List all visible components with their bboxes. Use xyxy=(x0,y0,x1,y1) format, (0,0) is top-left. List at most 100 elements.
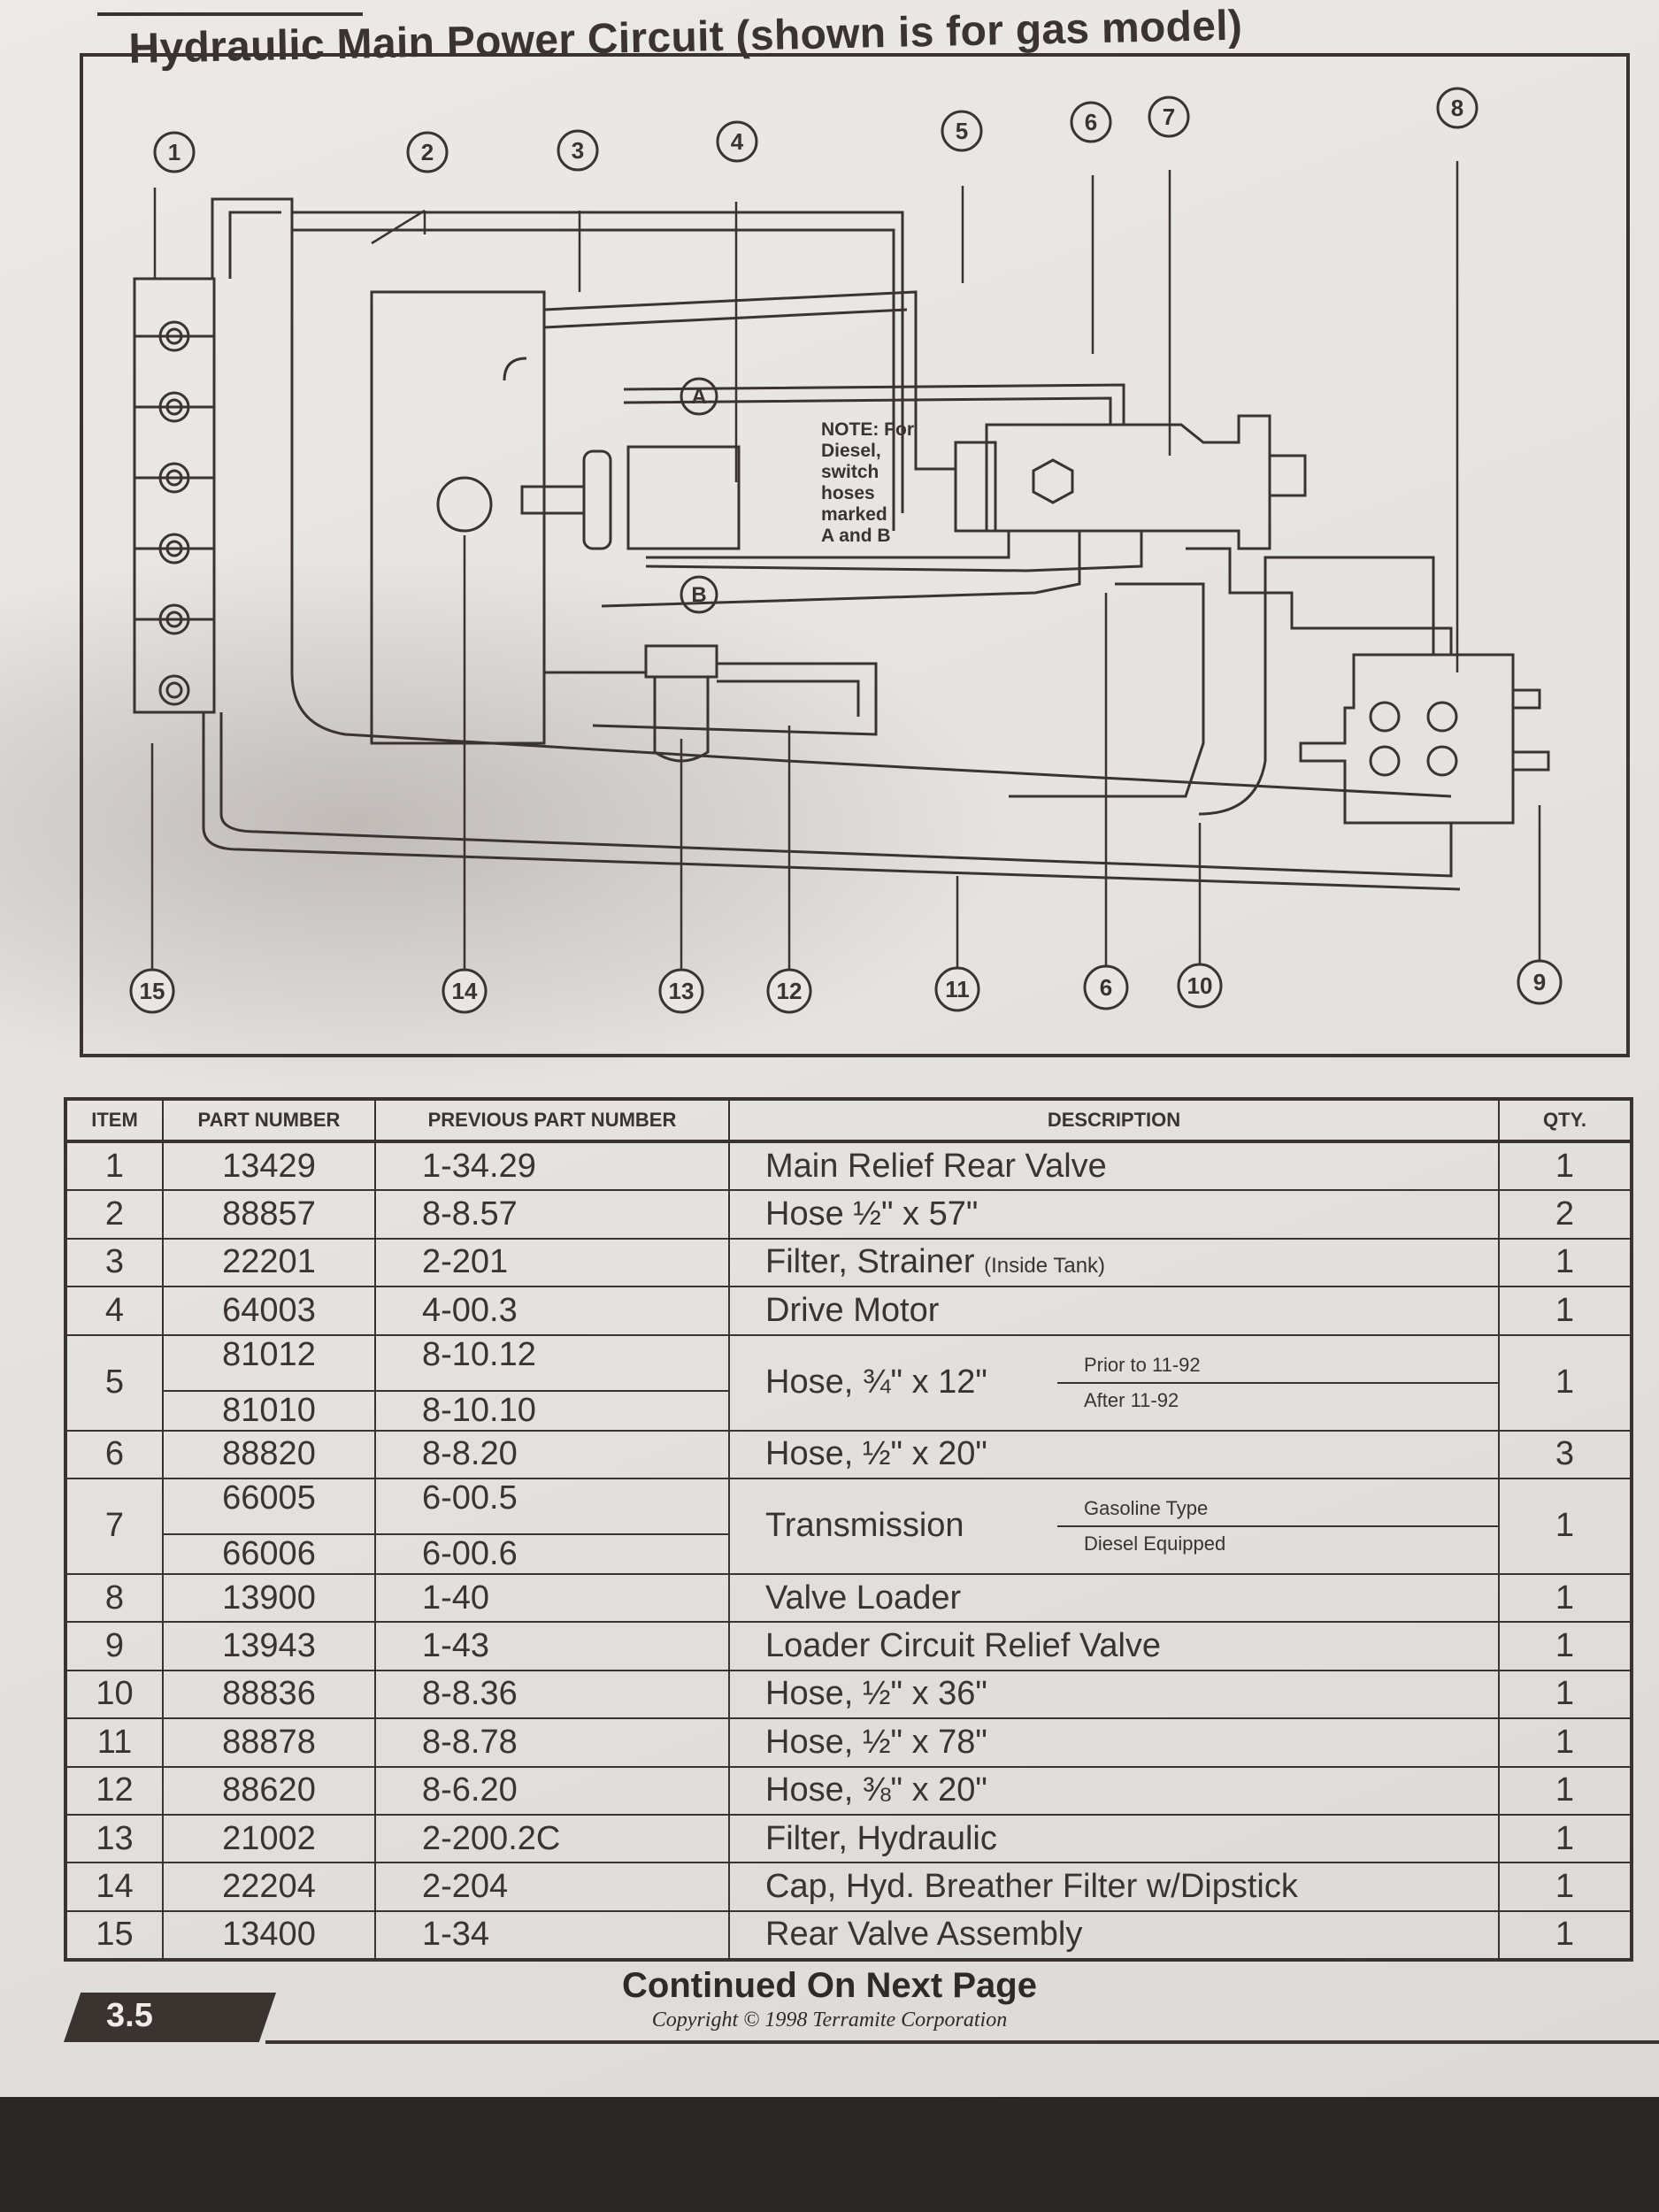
transmission-hex-nut xyxy=(1032,458,1074,504)
part-number-variant: 81012 xyxy=(222,1335,316,1373)
continued-notice: Continued On Next Page xyxy=(622,1966,1037,2005)
cell-qty: 1 xyxy=(1498,1286,1632,1336)
port-a-label: A xyxy=(691,385,706,409)
cell-item: 15 xyxy=(65,1909,164,1962)
callout-circle xyxy=(1436,87,1479,129)
diesel-note: NOTE: For Diesel, switch hoses marked A … xyxy=(821,419,914,546)
note-line: NOTE: For xyxy=(821,419,914,440)
callout-circle xyxy=(1148,96,1190,138)
callout-label: 3 xyxy=(572,137,584,164)
cell-part-number: 13900 xyxy=(162,1572,376,1624)
table-row: 4 64003 4-00.3 Drive Motor 1 xyxy=(65,1286,1632,1336)
cell-qty: 1 xyxy=(1498,1621,1632,1671)
callout-circle xyxy=(557,129,599,172)
cell-description: Hose, ½" x 78" xyxy=(728,1717,1500,1768)
hydraulic-circuit-diagram: A B NOTE: For Diesel, switch hoses marke… xyxy=(129,87,1563,1014)
cell-qty: 1 xyxy=(1498,1765,1632,1816)
callout-label: 10 xyxy=(1187,972,1213,999)
cell-item: 9 xyxy=(65,1621,164,1671)
loader-valve xyxy=(1299,653,1515,825)
callout-circle xyxy=(1070,101,1112,143)
callout-label: 14 xyxy=(452,978,478,1004)
port-b-label: B xyxy=(691,583,706,607)
part-number-variant: 66005 xyxy=(222,1479,316,1517)
part-number-variant: 81010 xyxy=(164,1389,374,1430)
note-line: marked xyxy=(821,504,887,525)
cell-description: Drive Motor xyxy=(728,1286,1500,1336)
cell-previous-part-number: 1-43 xyxy=(374,1621,730,1671)
header-qty: QTY. xyxy=(1498,1098,1632,1143)
cell-qty: 1 xyxy=(1498,1572,1632,1624)
prev-number-variant: 8-10.12 xyxy=(422,1335,536,1373)
cell-item: 1 xyxy=(65,1140,164,1192)
table-row: 8 13900 1-40 Valve Loader 1 xyxy=(65,1572,1632,1624)
cell-item: 4 xyxy=(65,1286,164,1336)
table-row: 14 22204 2-204 Cap, Hyd. Breather Filter… xyxy=(65,1862,1632,1912)
cell-qty: 3 xyxy=(1498,1429,1632,1479)
description-text: Hose, ¾" x 12" xyxy=(765,1363,987,1402)
callout-circle xyxy=(766,968,812,1014)
variant-note: Diesel Equipped xyxy=(1084,1532,1226,1555)
cell-previous-part-number: 2-204 xyxy=(374,1862,730,1912)
cell-previous-part-number: 1-34 xyxy=(374,1909,730,1962)
part-number-variant: 66006 xyxy=(164,1532,374,1573)
cell-part-number: 88820 xyxy=(162,1429,376,1479)
cell-item: 8 xyxy=(65,1572,164,1624)
cell-previous-part-number: 8-8.57 xyxy=(374,1189,730,1240)
table-row: 12 88620 8-6.20 Hose, ⅜" x 20" 1 xyxy=(65,1765,1632,1816)
brand-strip xyxy=(97,0,363,16)
cell-description: Main Relief Rear Valve xyxy=(728,1140,1500,1192)
cell-item: 3 xyxy=(65,1237,164,1288)
cell-description: Filter, Hydraulic xyxy=(728,1813,1500,1864)
cell-previous-part-number: 1-40 xyxy=(374,1572,730,1624)
breather-cap xyxy=(436,476,493,533)
callout-circle xyxy=(406,131,449,173)
cell-previous-part-number: 2-201 xyxy=(374,1237,730,1288)
callout-label: 7 xyxy=(1163,104,1175,130)
leader-lines xyxy=(150,161,1541,969)
transmission xyxy=(985,414,1271,550)
cell-item: 5 xyxy=(65,1333,164,1432)
callout-label: 4 xyxy=(731,128,744,155)
cell-description: Rear Valve Assembly xyxy=(728,1909,1500,1962)
header-previous-part-number: PREVIOUS PART NUMBER xyxy=(374,1098,730,1143)
port-b-marker xyxy=(680,575,718,614)
table-row: 11 88878 8-8.78 Hose, ½" x 78" 1 xyxy=(65,1717,1632,1768)
callout-label: 9 xyxy=(1533,969,1546,995)
variant-note: Prior to 11-92 xyxy=(1057,1348,1498,1384)
header-item: ITEM xyxy=(65,1098,164,1143)
cell-description: Hose, ½" x 20" xyxy=(728,1429,1500,1479)
cell-item: 11 xyxy=(65,1717,164,1768)
cell-previous-part-number: 8-8.36 xyxy=(374,1669,730,1720)
parts-table: ITEM PART NUMBER PREVIOUS PART NUMBER DE… xyxy=(64,1097,1633,1962)
cell-part-number: 21002 xyxy=(162,1813,376,1864)
cell-item: 13 xyxy=(65,1813,164,1864)
cell-part-number: 88878 xyxy=(162,1717,376,1768)
callout-circle xyxy=(153,131,196,173)
note-line: Diesel, xyxy=(821,441,881,461)
cell-qty: 1 xyxy=(1498,1862,1632,1912)
callout-label: 6 xyxy=(1085,109,1097,135)
callout-circle xyxy=(129,968,175,1014)
callout-label: 15 xyxy=(140,978,165,1004)
cell-previous-part-number: 1-34.29 xyxy=(374,1140,730,1192)
callout-circle xyxy=(934,966,980,1012)
table-row: 10 88836 8-8.36 Hose, ½" x 36" 1 xyxy=(65,1669,1632,1720)
cell-description: Hose, ½" x 36" xyxy=(728,1669,1500,1720)
callout-label: 8 xyxy=(1451,95,1463,121)
footer-rule xyxy=(265,2040,1659,2044)
cell-description: Hose, ⅜" x 20" xyxy=(728,1765,1500,1816)
cell-item: 6 xyxy=(65,1429,164,1479)
callout-label: 2 xyxy=(421,139,434,165)
cell-qty: 1 xyxy=(1498,1333,1632,1432)
page-number-tab xyxy=(64,1993,276,2042)
cell-item: 2 xyxy=(65,1189,164,1240)
prev-number-variant: 6-00.5 xyxy=(422,1479,518,1517)
cell-qty: 1 xyxy=(1498,1237,1632,1288)
cell-qty: 1 xyxy=(1498,1813,1632,1864)
